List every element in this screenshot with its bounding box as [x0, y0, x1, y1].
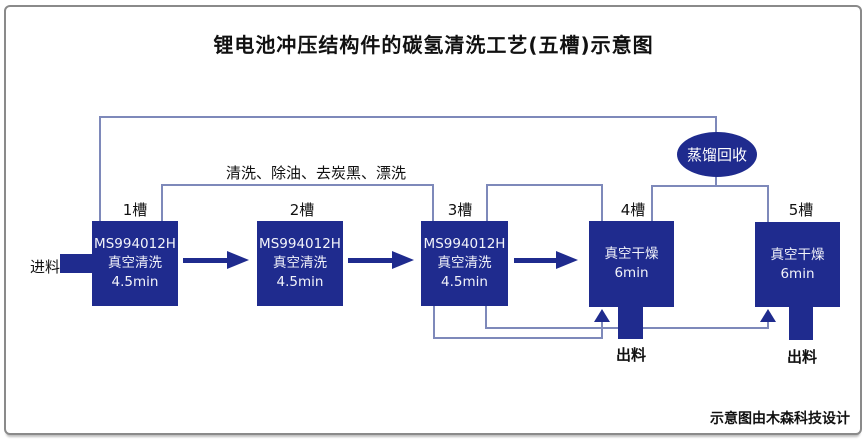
- pipe-ellipse-to-tank4: [651, 185, 653, 221]
- tank-2-label: 2槽: [289, 201, 315, 219]
- pipe-recovery-left-vertical: [99, 116, 101, 221]
- pipe-ellipse-down: [715, 175, 717, 186]
- outlet-label-tank5: 出料: [786, 348, 817, 366]
- pipe-return4-down: [433, 306, 435, 339]
- flow-arrow-1-2-head-icon: [227, 251, 249, 269]
- tank-1-line3: 4.5min: [111, 274, 159, 290]
- pipe-recovery-to-ellipse: [715, 116, 717, 134]
- pipe-note-bracket: [161, 184, 434, 186]
- tank-5-label: 5槽: [788, 201, 814, 219]
- pipe-tank3-tank4-left: [486, 184, 488, 222]
- tank-5-box: 真空干燥 6min: [755, 222, 840, 307]
- recovery-ellipse: 蒸馏回收: [677, 132, 757, 177]
- pipe-tank3-tank4-bracket: [486, 184, 603, 186]
- tank-2-box: MS994012H 真空清洗 4.5min: [257, 221, 343, 306]
- pipe-ellipse-to-tank5: [767, 185, 769, 222]
- tank-2-line3: 4.5min: [276, 274, 324, 290]
- pipe-ellipse-bracket: [651, 185, 769, 187]
- inlet-label: 进料: [29, 258, 60, 276]
- return4-arrow-icon: [594, 309, 610, 322]
- tank-1-line2: 真空清洗: [108, 255, 162, 271]
- pipe-return5-up: [767, 319, 769, 329]
- design-credit: 示意图由木森科技设计: [710, 411, 850, 427]
- tank-4-box: 真空干燥 6min: [589, 221, 674, 307]
- tank-1-line1: MS994012H: [94, 236, 176, 252]
- tank-3-box: MS994012H 真空清洗 4.5min: [421, 221, 508, 306]
- outlet-leg-tank5: [789, 305, 813, 340]
- tank-3-line2: 真空清洗: [437, 255, 492, 271]
- tank-4-line1: 真空干燥: [604, 246, 659, 262]
- return5-arrow-icon: [760, 309, 776, 322]
- pipe-return5-down: [485, 306, 487, 329]
- flow-arrow-3-4-head-icon: [556, 251, 578, 269]
- tank-3-label: 3槽: [447, 201, 473, 219]
- tank-2-line2: 真空清洗: [273, 255, 327, 271]
- recovery-label: 蒸馏回收: [686, 146, 747, 164]
- flow-arrow-1-2: [183, 258, 229, 263]
- tank-3-line1: MS994012H: [423, 236, 506, 252]
- tank-4-line2: 6min: [614, 265, 649, 281]
- process-note: 清洗、除油、去炭黑、漂洗: [225, 164, 406, 182]
- diagram-title: 锂电池冲压结构件的碳氢清洗工艺(五槽)示意图: [213, 33, 654, 57]
- flow-arrow-2-3: [348, 258, 394, 263]
- tank-3-line3: 4.5min: [441, 274, 488, 290]
- pipe-note-bracket-right: [432, 184, 434, 222]
- pipe-recovery-top-horizontal: [99, 116, 717, 118]
- tank-5-line1: 真空干燥: [770, 246, 825, 263]
- pipe-return4-up: [601, 319, 603, 339]
- pipe-return4-horizontal: [433, 337, 603, 339]
- tank-2-line1: MS994012H: [259, 236, 341, 252]
- flow-arrow-2-3-head-icon: [392, 251, 414, 269]
- outlet-label-tank4: 出料: [615, 346, 646, 364]
- tank-1-label: 1槽: [122, 201, 148, 219]
- tank-1-box: MS994012H 真空清洗 4.5min: [92, 221, 178, 306]
- tank-4-label: 4槽: [620, 201, 646, 219]
- pipe-tank3-tank4-right: [601, 184, 603, 221]
- outlet-leg-tank4: [618, 305, 643, 339]
- flow-arrow-3-4: [514, 258, 558, 263]
- tank-5-line2: 6min: [780, 265, 815, 282]
- inlet-stub: [60, 254, 93, 273]
- pipe-note-bracket-left: [161, 184, 163, 221]
